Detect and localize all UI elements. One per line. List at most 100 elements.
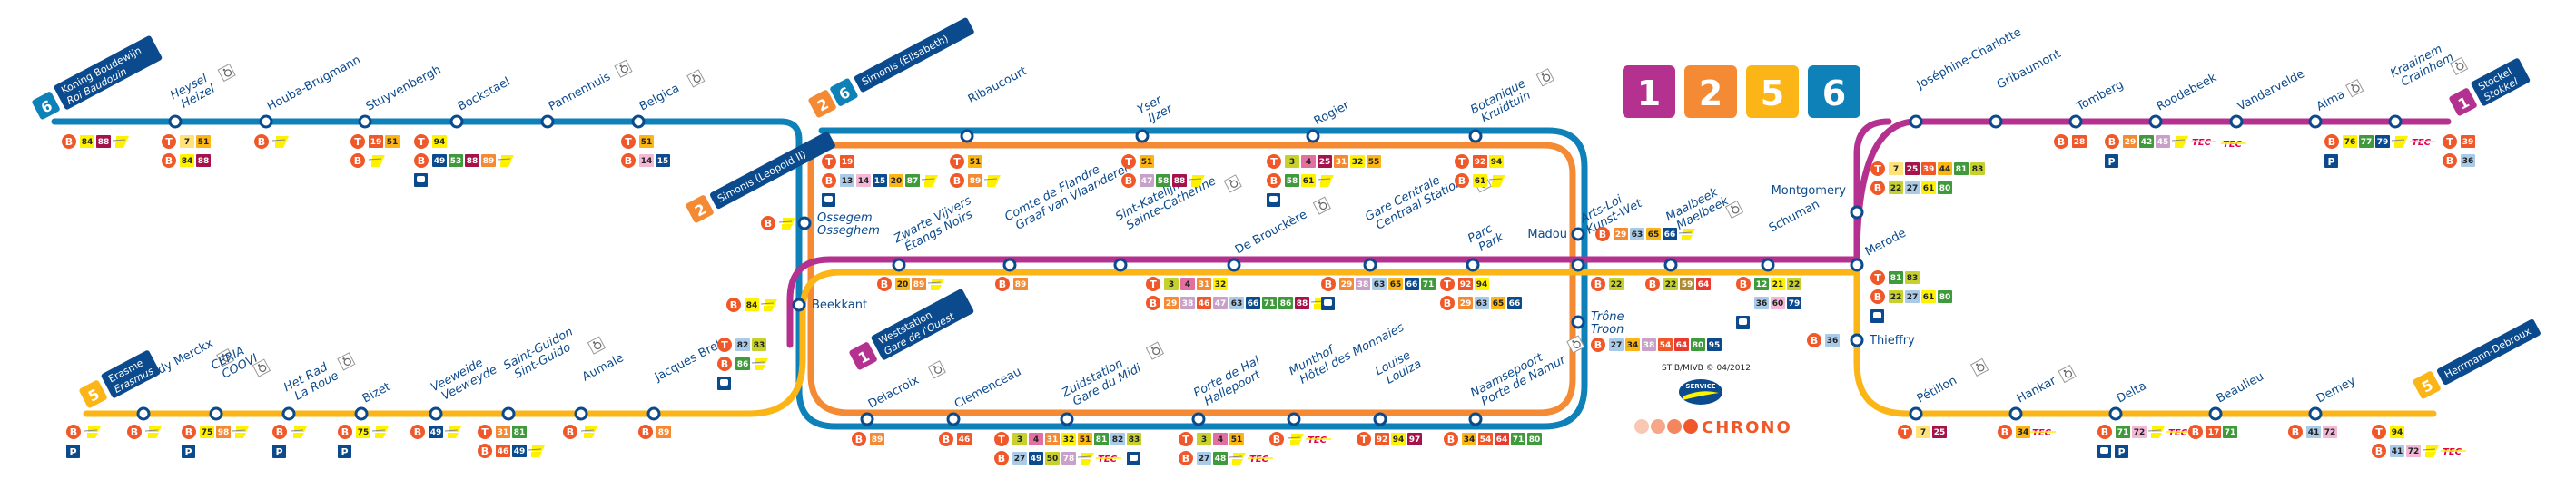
station-marker[interactable] [1571, 315, 1585, 329]
station-marker[interactable] [960, 129, 974, 143]
route-badge[interactable] [840, 174, 854, 187]
route-badge[interactable] [1527, 433, 1542, 445]
station-marker[interactable] [168, 114, 183, 129]
station-marker[interactable] [259, 114, 273, 129]
route-badge[interactable] [656, 154, 670, 167]
legend-line-6[interactable]: 6 [1808, 65, 1860, 118]
route-badge[interactable] [2461, 135, 2475, 148]
station-alma[interactable] [2308, 114, 2323, 129]
station-houba-brugmann[interactable] [259, 114, 273, 129]
station-pannenhuis[interactable] [540, 114, 555, 129]
route-badge[interactable] [1921, 290, 1936, 303]
station-stuyvenbergh[interactable] [358, 114, 372, 129]
route-badge[interactable] [1278, 297, 1293, 309]
station-marker[interactable] [2068, 114, 2083, 129]
route-badge[interactable] [1680, 278, 1694, 290]
station-marker[interactable] [2008, 406, 2023, 421]
legend-line-1[interactable]: 1 [1623, 65, 1675, 118]
station-marker[interactable] [1663, 258, 1678, 272]
route-badge[interactable] [2156, 135, 2170, 148]
station-delacroix[interactable] [860, 412, 874, 426]
station-vandervelde[interactable] [2229, 114, 2244, 129]
station-marker[interactable] [501, 406, 516, 421]
station-marker[interactable] [540, 114, 555, 129]
route-badge[interactable] [1012, 452, 1027, 465]
station-marker[interactable] [1113, 258, 1128, 272]
route-badge[interactable] [2123, 135, 2137, 148]
route-badge[interactable] [895, 278, 910, 290]
route-badge[interactable] [1825, 334, 1840, 347]
route-badge[interactable] [873, 174, 887, 187]
station-marker[interactable] [2148, 114, 2163, 129]
route-badge[interactable] [2375, 135, 2390, 148]
route-badge[interactable] [1932, 426, 1947, 438]
route-badge[interactable] [1905, 271, 1920, 284]
route-badge[interactable] [1905, 290, 1920, 303]
route-badge[interactable] [1889, 181, 1903, 194]
station-ribaucourt[interactable] [960, 129, 974, 143]
route-badge[interactable] [2223, 426, 2237, 438]
station-de-brouck-re[interactable] [1227, 258, 1241, 272]
station-belgica[interactable] [631, 114, 646, 129]
station-marker[interactable] [2388, 114, 2403, 129]
station-maalbeek[interactable] [1663, 258, 1678, 272]
station-botanique[interactable] [1468, 129, 1483, 143]
station-thieffry[interactable] [1850, 333, 1864, 347]
station-marker[interactable] [281, 406, 296, 421]
route-badge[interactable] [1029, 452, 1043, 465]
route-badge[interactable] [1889, 271, 1903, 284]
route-badge[interactable] [1295, 297, 1309, 309]
route-badge[interactable] [200, 426, 214, 438]
route-badge[interactable] [1350, 155, 1365, 168]
station-marker[interactable] [1761, 258, 1775, 272]
station-delta[interactable] [2108, 406, 2123, 421]
station-porte-de-hal[interactable] [1191, 412, 1206, 426]
route-badge[interactable] [2132, 426, 2147, 438]
station-zwarte-vijvers[interactable] [892, 258, 906, 272]
route-badge[interactable] [1127, 433, 1141, 445]
station-marker[interactable] [1468, 129, 1483, 143]
route-badge[interactable] [1458, 297, 1473, 309]
station-eddy-merckx[interactable] [136, 406, 151, 421]
station-marker[interactable] [860, 412, 874, 426]
route-badge[interactable] [1197, 278, 1211, 290]
station-marker[interactable] [792, 298, 806, 312]
station-bockstael[interactable] [449, 114, 464, 129]
route-badge[interactable] [80, 135, 94, 148]
route-badge[interactable] [1771, 297, 1785, 309]
route-badge[interactable] [735, 338, 750, 351]
route-badge[interactable] [745, 298, 759, 311]
station-montgomery[interactable] [1850, 205, 1864, 220]
route-badge[interactable] [180, 135, 194, 148]
route-badge[interactable] [2306, 426, 2321, 438]
station-marker[interactable] [1363, 258, 1377, 272]
route-badge[interactable] [1473, 174, 1487, 187]
route-badge[interactable] [429, 426, 443, 438]
route-badge[interactable] [432, 154, 447, 167]
route-badge[interactable] [1229, 433, 1244, 445]
route-badge[interactable] [968, 174, 982, 187]
route-badge[interactable] [735, 357, 750, 370]
route-badge[interactable] [1229, 297, 1244, 309]
station-marker[interactable] [429, 406, 443, 421]
route-badge[interactable] [1954, 162, 1969, 175]
route-badge[interactable] [840, 155, 854, 168]
station-marker[interactable] [1135, 129, 1150, 143]
station-marker[interactable] [1909, 114, 1923, 129]
station-heysel[interactable] [168, 114, 183, 129]
station-marker[interactable] [797, 216, 812, 230]
route-badge[interactable] [1462, 433, 1476, 445]
station-marker[interactable] [449, 114, 464, 129]
route-badge[interactable] [1787, 278, 1801, 290]
route-badge[interactable] [1372, 278, 1387, 290]
route-badge[interactable] [1905, 162, 1920, 175]
route-badge[interactable] [1094, 433, 1109, 445]
route-badge[interactable] [1301, 174, 1316, 187]
route-badge[interactable] [1938, 181, 1952, 194]
route-badge[interactable] [1475, 278, 1489, 290]
route-badge[interactable] [1458, 278, 1473, 290]
route-badge[interactable] [1140, 174, 1154, 187]
station-louise[interactable] [1373, 412, 1387, 426]
